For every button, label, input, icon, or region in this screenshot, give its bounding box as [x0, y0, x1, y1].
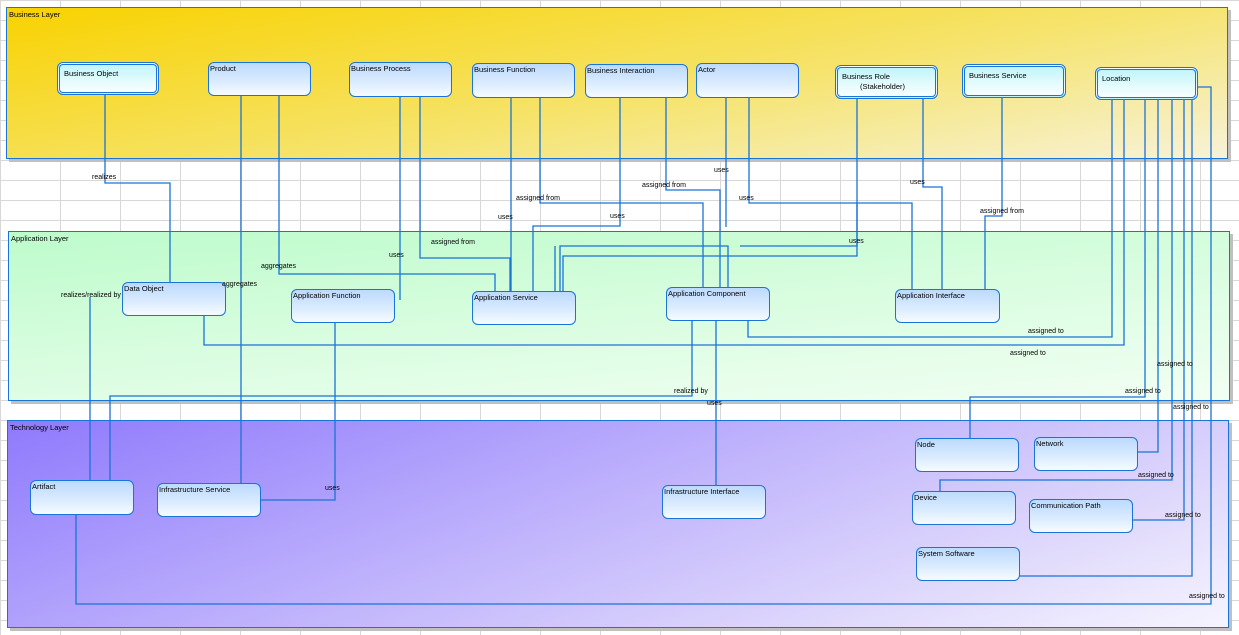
infrastructure-service-element[interactable]: Infrastructure Service	[157, 483, 261, 517]
relation-label: uses	[707, 400, 722, 407]
relation-label: assigned from	[516, 195, 560, 202]
system-software-label: System Software	[918, 549, 975, 558]
device-label: Device	[914, 493, 937, 502]
network-element[interactable]: Network	[1034, 437, 1138, 471]
network-label: Network	[1036, 439, 1064, 448]
relation-label: assigned to	[1157, 361, 1193, 368]
relation-label: assigned from	[642, 182, 686, 189]
application-component-label: Application Component	[668, 289, 746, 298]
node-element[interactable]: Node	[915, 438, 1019, 472]
relation-label: assigned to	[1173, 404, 1209, 411]
application-component-element[interactable]: Application Component	[666, 287, 770, 321]
business-object-element[interactable]: Business Object	[57, 62, 159, 95]
artifact-element[interactable]: Artifact	[30, 480, 134, 515]
relation-label: realized by	[674, 388, 708, 395]
data-object-label: Data Object	[124, 284, 164, 293]
business-interaction-label: Business Interaction	[587, 66, 655, 75]
actor-label: Actor	[698, 65, 716, 74]
data-object-element[interactable]: Data Object	[122, 282, 226, 316]
relation-label: realizes/realized by	[61, 292, 121, 299]
relation-label: assigned to	[1138, 472, 1174, 479]
relation-label: aggregates	[222, 281, 258, 288]
relation-label: uses	[498, 214, 513, 221]
relation-label: uses	[739, 195, 754, 202]
node-label: Node	[917, 440, 935, 449]
relation-label: uses	[325, 485, 340, 492]
application-function-element[interactable]: Application Function	[291, 289, 395, 323]
infrastructure-service-label: Infrastructure Service	[159, 485, 231, 494]
relation-label: aggregates	[261, 263, 297, 270]
relation-label: assigned to	[1125, 388, 1161, 395]
business-function-label: Business Function	[474, 65, 536, 74]
business-process-label: Business Process	[351, 64, 411, 73]
business-process-element[interactable]: Business Process	[349, 62, 452, 97]
device-element[interactable]: Device	[912, 491, 1016, 525]
infrastructure-interface-element[interactable]: Infrastructure Interface	[662, 485, 766, 519]
relation-label: assigned to	[1189, 593, 1225, 600]
application-interface-label: Application Interface	[897, 291, 965, 300]
business-interaction-element[interactable]: Business Interaction	[585, 64, 688, 98]
communication-path-element[interactable]: Communication Path	[1029, 499, 1133, 533]
relation-label: uses	[849, 238, 864, 245]
actor-element[interactable]: Actor	[696, 63, 799, 98]
relation-label: uses	[610, 213, 625, 220]
relation-label: assigned to	[1010, 350, 1046, 357]
relation-label: assigned from	[980, 208, 1024, 215]
location-element[interactable]: Location	[1095, 67, 1198, 100]
relation-label: uses	[389, 252, 404, 259]
artifact-label: Artifact	[32, 482, 56, 491]
business-role-element[interactable]: Business Role (Stakeholder)	[835, 65, 938, 99]
infrastructure-interface-label: Infrastructure Interface	[664, 487, 740, 496]
relation-label: assigned to	[1028, 328, 1064, 335]
system-software-element[interactable]: System Software	[916, 547, 1020, 581]
business-role-stakeholder-label: (Stakeholder)	[860, 82, 906, 91]
relation-label: assigned from	[431, 239, 475, 246]
product-element[interactable]: Product	[208, 62, 311, 96]
business-service-element[interactable]: Business Service	[962, 64, 1066, 98]
application-function-label: Application Function	[293, 291, 361, 300]
communication-path-label: Communication Path	[1031, 501, 1101, 510]
relation-label: assigned to	[1165, 512, 1201, 519]
location-label: Location	[1102, 74, 1131, 83]
relation-label: realizes	[92, 174, 117, 181]
relation-label: uses	[714, 167, 729, 174]
product-label: Product	[210, 64, 236, 73]
relation-label: uses	[910, 179, 925, 186]
application-layer[interactable]: Application Layer	[8, 231, 1230, 401]
business-service-label: Business Service	[969, 71, 1027, 80]
business-layer-title: Business Layer	[9, 10, 61, 19]
application-service-element[interactable]: Application Service	[472, 291, 576, 325]
business-role-label: Business Role	[842, 72, 890, 81]
business-object-label: Business Object	[64, 69, 119, 78]
application-layer-title: Application Layer	[11, 234, 69, 243]
business-function-element[interactable]: Business Function	[472, 63, 575, 98]
application-service-label: Application Service	[474, 293, 538, 302]
technology-layer-title: Technology Layer	[10, 423, 69, 432]
application-interface-element[interactable]: Application Interface	[895, 289, 1000, 323]
